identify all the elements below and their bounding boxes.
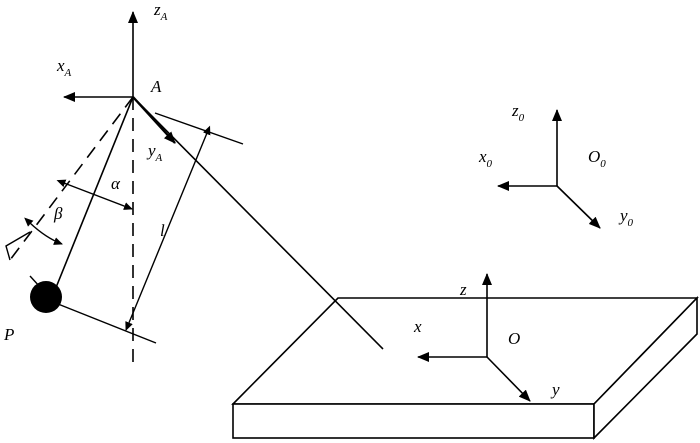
frame-o-axes xyxy=(417,273,531,402)
beta-arc xyxy=(24,217,63,245)
label-length: l xyxy=(160,221,165,240)
label-ya: yA xyxy=(146,141,163,164)
mass-bob xyxy=(30,281,62,313)
label-beta: β xyxy=(53,204,63,223)
mass-tick-line xyxy=(57,303,157,344)
label-xa: xA xyxy=(56,56,72,79)
label-z: z xyxy=(459,280,467,299)
label-x: x xyxy=(413,317,422,336)
label-o0: O0 xyxy=(588,147,606,170)
label-za: zA xyxy=(153,0,168,23)
plate xyxy=(231,296,699,440)
label-o: O xyxy=(508,329,520,348)
frame-0-axes xyxy=(497,109,601,229)
alpha-arc xyxy=(56,179,133,210)
label-p: P xyxy=(3,325,14,344)
plate-front-face xyxy=(232,403,595,439)
frame-a-y-axis xyxy=(132,96,176,144)
pendulum-rod xyxy=(54,96,134,291)
frame-0-y-axis xyxy=(556,185,601,229)
plate-side-face xyxy=(593,296,698,440)
label-a: A xyxy=(150,77,162,96)
label-y0: y0 xyxy=(618,206,634,229)
frame-o-y-axis xyxy=(486,356,531,402)
label-z0: z0 xyxy=(511,101,525,124)
beta-bracket xyxy=(5,231,31,261)
label-y: y xyxy=(550,380,560,399)
length-tick-top xyxy=(154,112,244,145)
label-alpha: α xyxy=(111,174,121,193)
label-x0: x0 xyxy=(478,147,493,170)
length-dimension xyxy=(125,125,211,331)
